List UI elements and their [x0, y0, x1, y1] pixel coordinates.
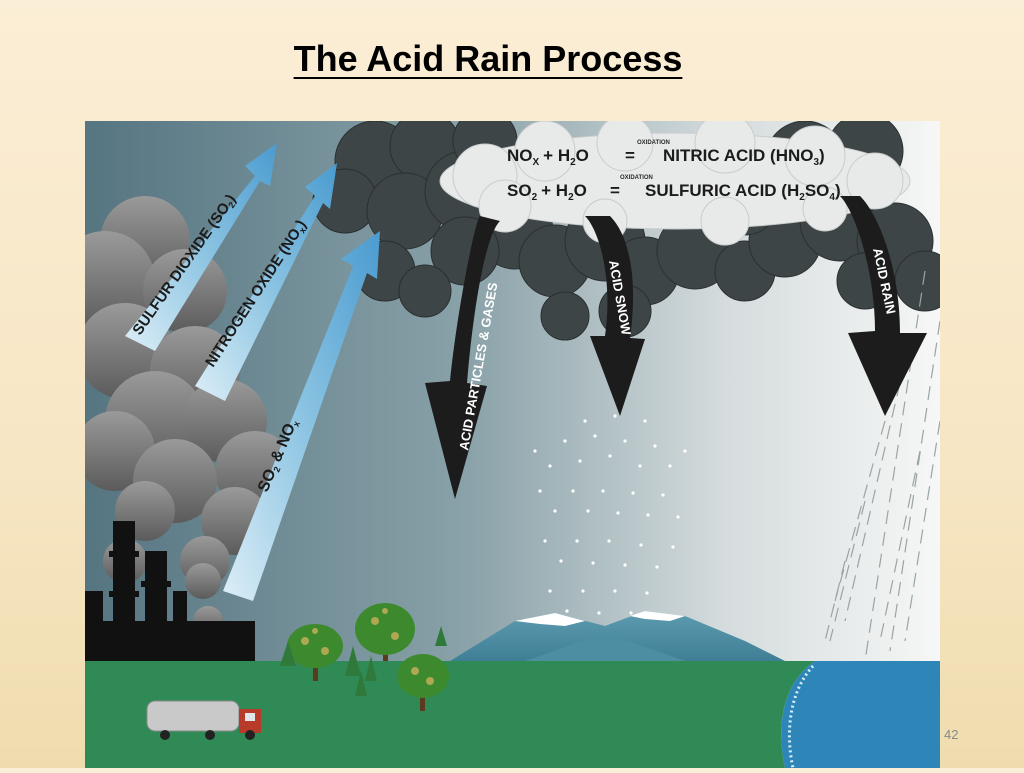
oxidation-label: OXIDATION — [620, 175, 653, 181]
svg-text:=: = — [625, 146, 635, 165]
ground — [85, 661, 815, 768]
page-number: 42 — [944, 727, 959, 742]
acid-particles-gases-arrow — [425, 216, 500, 499]
svg-text:SO2+ H2O: SO2+ H2O — [507, 181, 587, 203]
svg-text:NITRIC ACID (HNO3): NITRIC ACID (HNO3) — [663, 146, 825, 168]
sulfur-dioxide-arrow — [125, 143, 277, 351]
slide-title: The Acid Rain Process — [293, 38, 683, 79]
truck — [146, 700, 261, 740]
acid-rain-arrow — [840, 196, 927, 416]
svg-text:=: = — [610, 181, 620, 200]
rain-streaks — [824, 270, 941, 662]
nitrogen-oxide-arrow — [195, 163, 337, 401]
trees — [280, 603, 449, 711]
equation-sulfuric: SO2+ H2O OXIDATION = SULFURIC ACID (H2SO… — [507, 175, 841, 203]
svg-text:SULFURIC ACID (H2SO4): SULFURIC ACID (H2SO4) — [645, 181, 841, 203]
so2-nox-arrow — [223, 231, 380, 601]
oxidation-label: OXIDATION — [637, 140, 670, 146]
factory — [85, 521, 255, 661]
reaction-cloud — [439, 112, 911, 246]
snow-dots — [533, 414, 687, 655]
acid-rain-diagram: NOX+ H2O OXIDATION = NITRIC ACID (HNO3) … — [55, 108, 956, 769]
lake-water — [781, 661, 940, 768]
snowy-mountains — [450, 611, 785, 661]
svg-text:NOX+ H2O: NOX+ H2O — [507, 146, 589, 168]
equation-nitric: NOX+ H2O OXIDATION = NITRIC ACID (HNO3) — [507, 140, 825, 168]
acid-snow-arrow — [585, 216, 645, 416]
